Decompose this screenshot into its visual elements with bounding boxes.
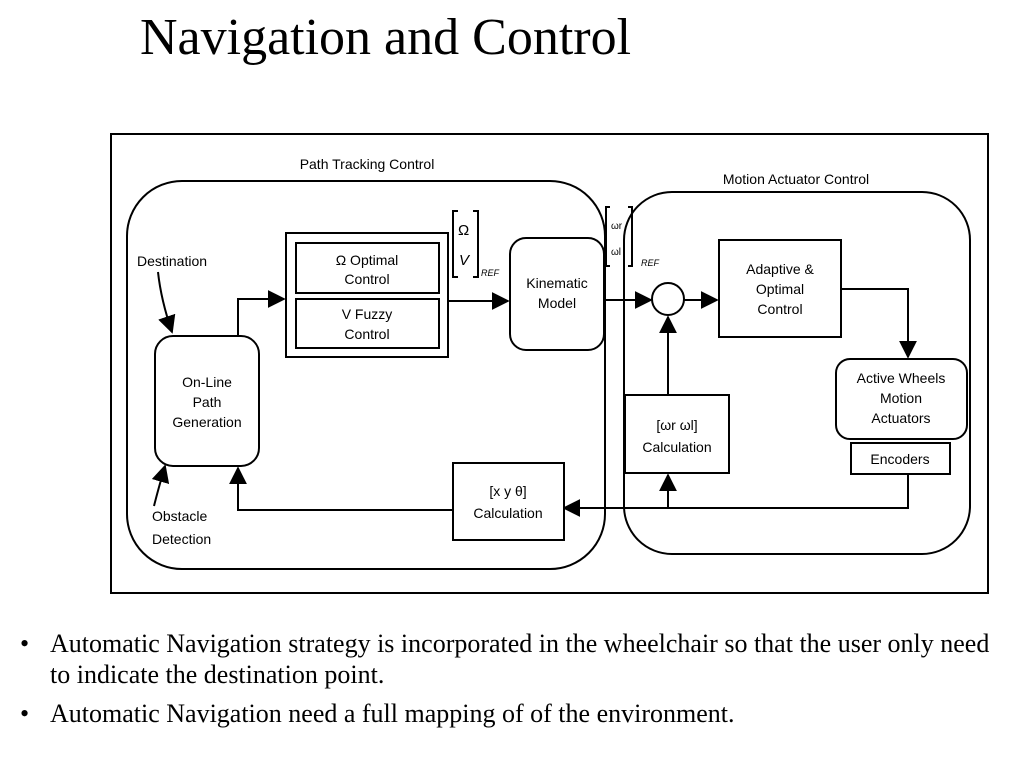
- online-path-line2: Path: [193, 394, 222, 410]
- encoder-feedback-line: [562, 474, 909, 517]
- wheel-vector-bracket-right: [628, 206, 633, 267]
- bullet-dot: •: [20, 699, 30, 728]
- destination-label: Destination: [137, 253, 207, 269]
- obstacle-arrow: [151, 464, 170, 507]
- xytheta-to-path-arrow: [229, 466, 453, 511]
- bullet-item: • Automatic Navigation need a full mappin…: [20, 698, 1010, 729]
- path-tracking-label: Path Tracking Control: [300, 156, 435, 172]
- v-fuzzy-control-box: [295, 298, 440, 349]
- active-wheels-actuators-box: [835, 358, 968, 440]
- adaptive-line1: Adaptive &: [746, 261, 814, 277]
- bullet-list: • Automatic Navigation strategy is incorp…: [20, 628, 1010, 737]
- adaptive-to-wheels-arrow: [841, 288, 917, 359]
- bullet-dot: •: [20, 629, 30, 658]
- wheel-vector-ref-subscript: REF: [641, 258, 660, 268]
- wheel-vector-omega-l: ωl: [611, 247, 621, 258]
- motion-actuator-region: [623, 191, 971, 555]
- kinematic-line1: Kinematic: [526, 275, 587, 291]
- encoders-box: [850, 442, 951, 475]
- omega-optimal-control-box: [295, 242, 440, 294]
- bullet-text: Automatic Navigation strategy is incorpo…: [50, 629, 990, 689]
- obstacle-label-line2: Detection: [152, 531, 211, 547]
- diagram-frame: [110, 133, 989, 594]
- wheel-vector-omega-r: ωr: [611, 221, 623, 232]
- vector-bracket-left: [452, 210, 458, 278]
- bullet-item: • Automatic Navigation strategy is incorp…: [20, 628, 1010, 690]
- bullet-text: Automatic Navigation need a full mapping…: [50, 699, 735, 728]
- path-to-controller-arrow: [237, 290, 286, 336]
- slide-title: Navigation and Control: [140, 9, 632, 66]
- omega-optimal-line1: Ω Optimal: [336, 252, 399, 268]
- adaptive-optimal-control-box: [718, 239, 842, 338]
- omega-calc-line1: [ωr ωl]: [656, 417, 697, 433]
- vector-bracket-right: [473, 210, 479, 278]
- v-fuzzy-line1: V Fuzzy: [342, 306, 393, 322]
- summing-junction: [651, 282, 685, 316]
- wheel-vector-bracket-left: [605, 206, 610, 267]
- online-path-generation-box: [154, 335, 260, 467]
- vector-v: V: [459, 252, 471, 269]
- destination-arrow: [157, 271, 176, 334]
- path-tracking-region: [126, 180, 606, 570]
- omega-calc-line2: Calculation: [642, 439, 711, 455]
- vector-ref-subscript: REF: [481, 268, 500, 278]
- active-wheels-line1: Active Wheels: [857, 370, 946, 386]
- omega-optimal-line2: Control: [344, 271, 389, 287]
- xyt-calc-line2: Calculation: [473, 505, 542, 521]
- adaptive-line2: Optimal: [756, 281, 804, 297]
- active-wheels-line3: Actuators: [871, 410, 930, 426]
- encoders-label: Encoders: [870, 451, 929, 467]
- kinematic-line2: Model: [538, 295, 576, 311]
- obstacle-label-line1: Obstacle: [152, 508, 207, 524]
- active-wheels-line2: Motion: [880, 390, 922, 406]
- vector-omega: Ω: [458, 222, 469, 239]
- kinematic-model-box: [509, 237, 605, 351]
- adaptive-line3: Control: [757, 301, 802, 317]
- omega-calculation-box: [624, 394, 730, 474]
- xytheta-calculation-box: [452, 462, 565, 541]
- online-path-line3: Generation: [172, 414, 241, 430]
- xyt-calc-line1: [x y θ]: [489, 483, 526, 499]
- v-fuzzy-line2: Control: [344, 326, 389, 342]
- motion-actuator-label: Motion Actuator Control: [723, 171, 869, 187]
- online-path-line1: On-Line: [182, 374, 232, 390]
